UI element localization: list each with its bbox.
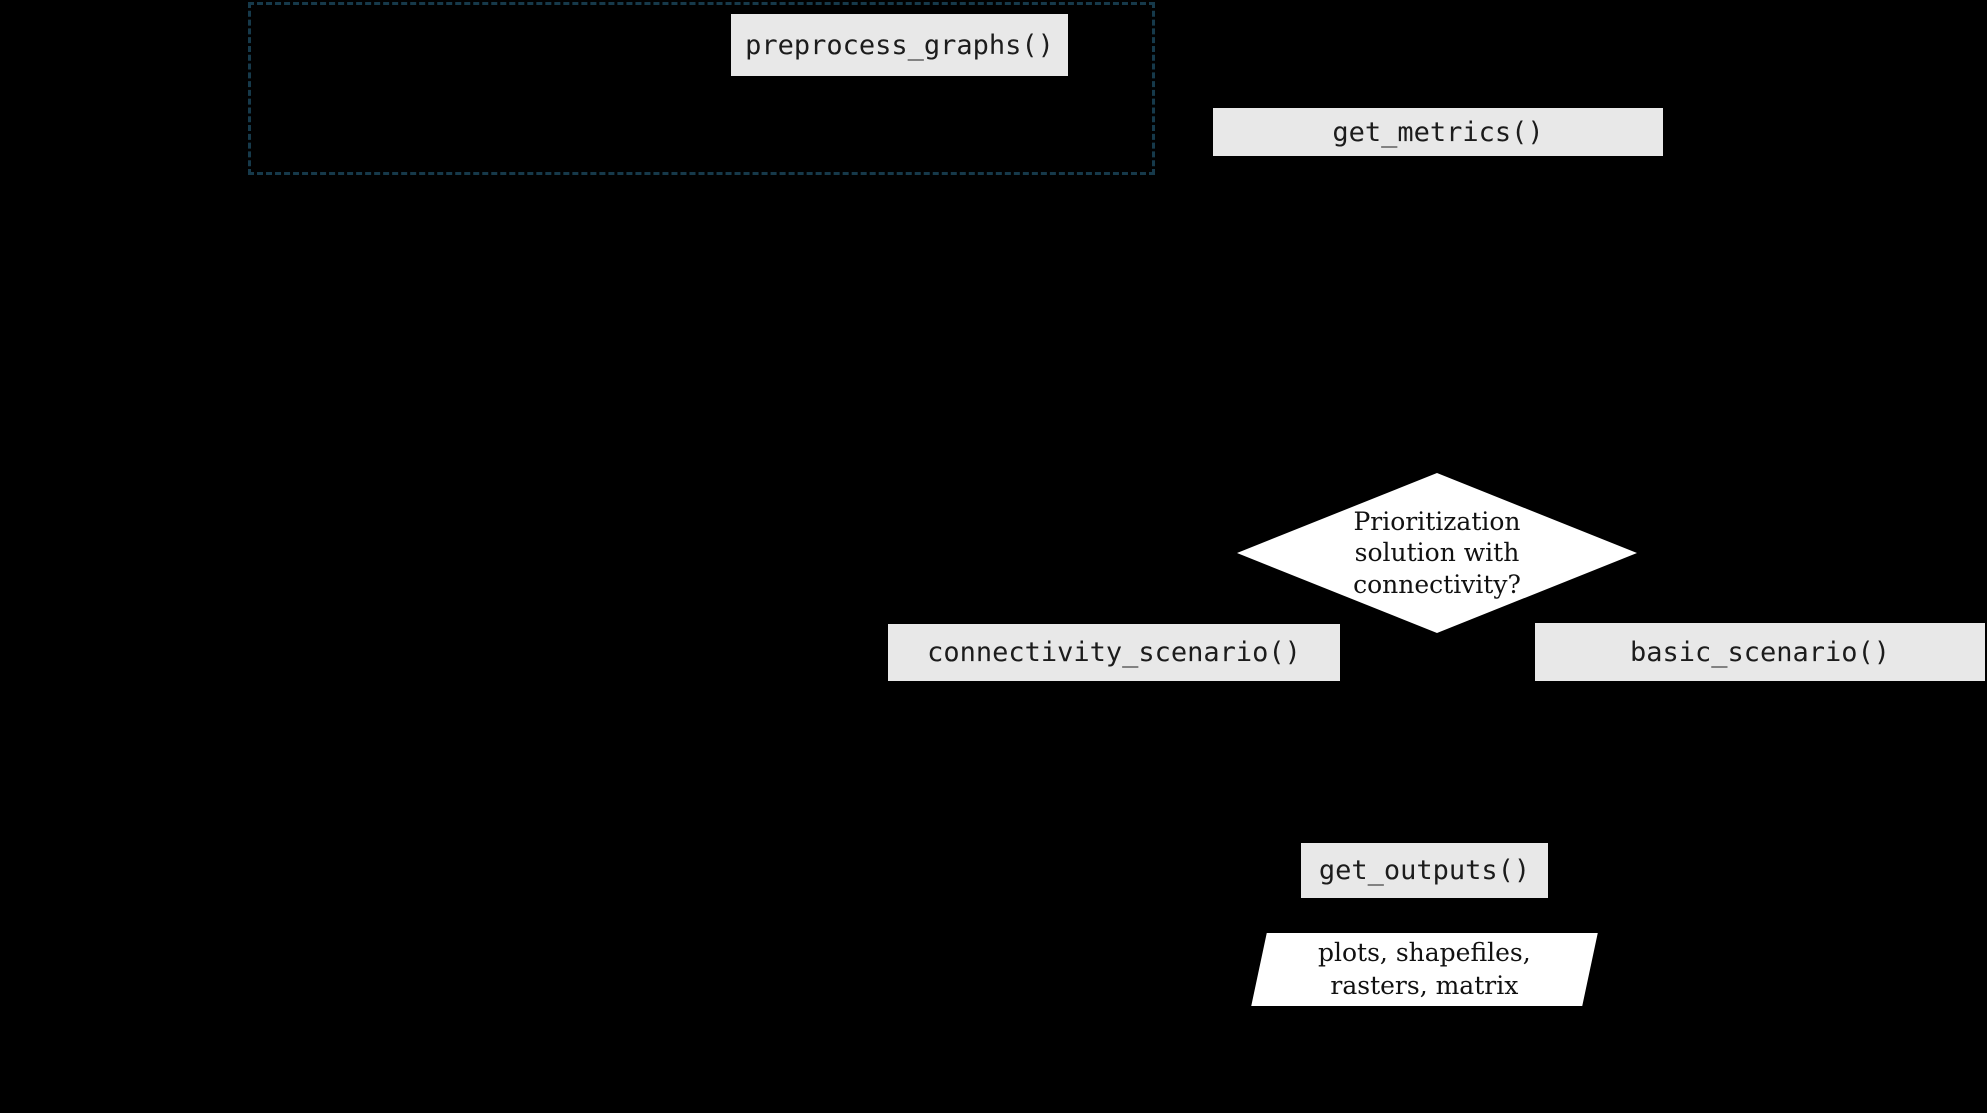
preprocess-group-dashed-box	[248, 2, 1155, 175]
decision-line-3: connectivity?	[1353, 569, 1521, 599]
node-preprocess-graphs-label: preprocess_graphs()	[745, 29, 1054, 61]
node-preprocess-graphs: preprocess_graphs()	[731, 14, 1068, 76]
node-get-metrics: get_metrics()	[1213, 108, 1663, 156]
node-get-metrics-label: get_metrics()	[1332, 116, 1544, 148]
node-get-outputs: get_outputs()	[1301, 843, 1548, 898]
node-connectivity-scenario: connectivity_scenario()	[888, 624, 1340, 681]
node-basic-scenario-label: basic_scenario()	[1629, 636, 1891, 668]
decision-line-2: solution with	[1354, 538, 1520, 568]
outputs-parallelogram-text: plots, shapefiles, rasters, matrix	[1318, 937, 1531, 1002]
outputs-parallelogram: plots, shapefiles, rasters, matrix	[1251, 933, 1598, 1006]
node-basic-scenario: basic_scenario()	[1535, 623, 1985, 681]
outputs-line-1: plots, shapefiles,	[1318, 938, 1531, 967]
outputs-line-2: rasters, matrix	[1330, 970, 1519, 1000]
decision-diamond-prioritization: Prioritization solution with connectivit…	[1237, 473, 1637, 633]
decision-line-1: Prioritization	[1353, 506, 1521, 536]
node-connectivity-scenario-label: connectivity_scenario()	[927, 637, 1301, 668]
node-get-outputs-label: get_outputs()	[1318, 855, 1531, 886]
